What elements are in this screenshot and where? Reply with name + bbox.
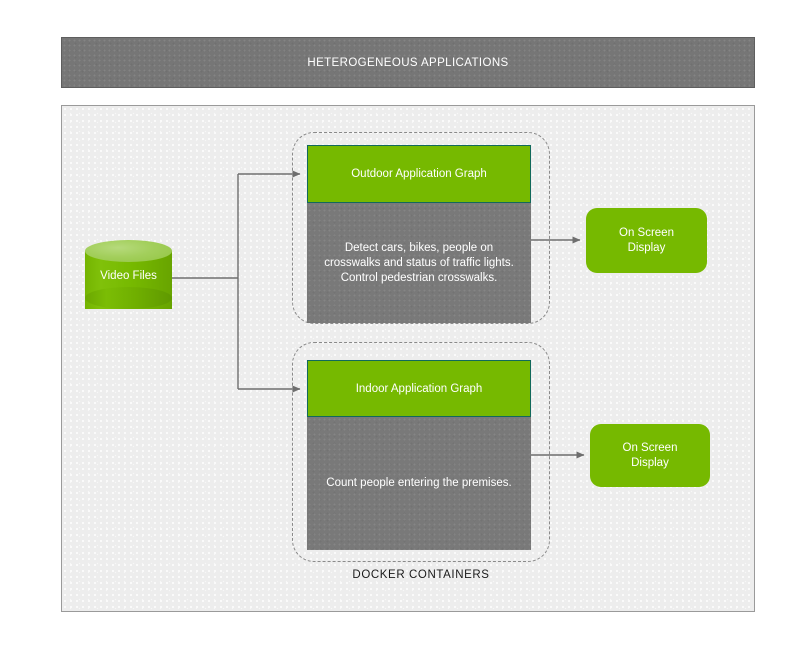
- indoor-desc-line-1: Count people entering the premises.: [326, 477, 512, 489]
- on-screen-display-outdoor[interactable]: On Screen Display: [586, 208, 707, 273]
- outdoor-application-graph-label: Outdoor Application Graph: [351, 168, 487, 180]
- cylinder-bottom-icon: [85, 287, 172, 309]
- video-files-label: Video Files: [100, 270, 157, 282]
- indoor-application-block[interactable]: Indoor Application Graph Count people en…: [307, 360, 531, 550]
- osd-outdoor-line-1: On Screen: [619, 226, 674, 239]
- osd-indoor-label: On Screen Display: [623, 441, 678, 471]
- header-banner: HETEROGENEOUS APPLICATIONS: [61, 37, 755, 88]
- outdoor-desc-line-1: Detect cars, bikes, people on: [344, 241, 494, 254]
- indoor-application-graph-label: Indoor Application Graph: [355, 382, 483, 395]
- video-files-datastore[interactable]: Video Files: [85, 240, 172, 320]
- outdoor-description-text: Detect cars, bikes, people on crosswalks…: [324, 241, 514, 286]
- docker-container-outdoor: [292, 132, 550, 324]
- on-screen-display-indoor[interactable]: On Screen Display: [590, 424, 710, 487]
- outdoor-application-description: Detect cars, bikes, people on crosswalks…: [307, 203, 531, 323]
- outdoor-desc-line-2: crosswalks and status of traffic lights.: [324, 256, 514, 269]
- osd-indoor-line-1: On Screen: [622, 441, 678, 454]
- outdoor-application-graph-header[interactable]: Outdoor Application Graph: [307, 145, 531, 203]
- indoor-application-graph-header[interactable]: Indoor Application Graph: [307, 360, 531, 417]
- outdoor-desc-line-3: Control pedestrian crosswalks.: [340, 271, 498, 284]
- outdoor-application-block[interactable]: Outdoor Application Graph Detect cars, b…: [307, 145, 531, 323]
- osd-outdoor-line-2: Display: [627, 241, 666, 254]
- cylinder-top-icon: [85, 240, 172, 262]
- docker-containers-label: DOCKER CONTAINERS: [352, 569, 490, 581]
- indoor-application-description: Count people entering the premises.: [307, 417, 531, 550]
- osd-indoor-line-2: Display: [631, 456, 669, 469]
- docker-container-indoor: [292, 342, 550, 562]
- osd-outdoor-label: On Screen Display: [619, 226, 674, 256]
- page-title: HETEROGENEOUS APPLICATIONS: [307, 56, 509, 69]
